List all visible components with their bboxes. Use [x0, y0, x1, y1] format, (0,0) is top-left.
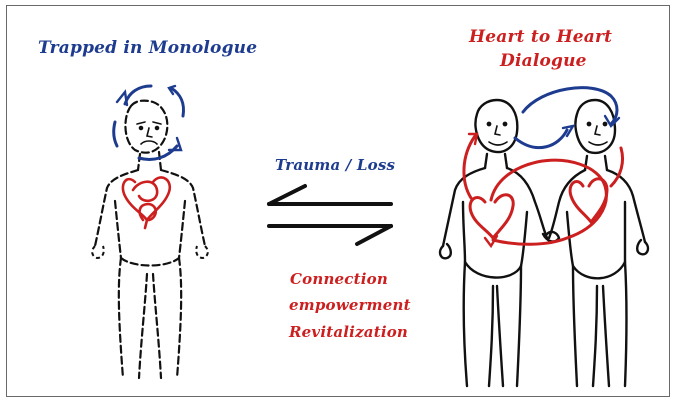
left-title: Trapped in Monologue	[38, 38, 257, 58]
left-figure-hands-icon	[92, 246, 208, 258]
empowerment-label: empowerment	[289, 296, 411, 314]
trauma-loss-label: Trauma / Loss	[275, 156, 395, 174]
connection-label: Connection	[290, 270, 388, 288]
revitalization-label: Revitalization	[289, 323, 408, 341]
dialogue-arrows-icon	[515, 88, 619, 148]
circular-arrows-icon	[114, 86, 184, 160]
tangled-heart-icon	[123, 177, 170, 228]
trapped-person-icon	[95, 101, 205, 378]
sad-face-icon	[137, 122, 161, 144]
equilibrium-arrows-icon	[269, 186, 391, 244]
smiling-faces-icon	[487, 122, 607, 145]
right-title-line-2: Dialogue	[500, 51, 587, 71]
illustration-frame: Trapped in Monologue Heart to Heart Dial…	[6, 5, 670, 397]
right-title-line-1: Heart to Heart	[469, 27, 612, 47]
